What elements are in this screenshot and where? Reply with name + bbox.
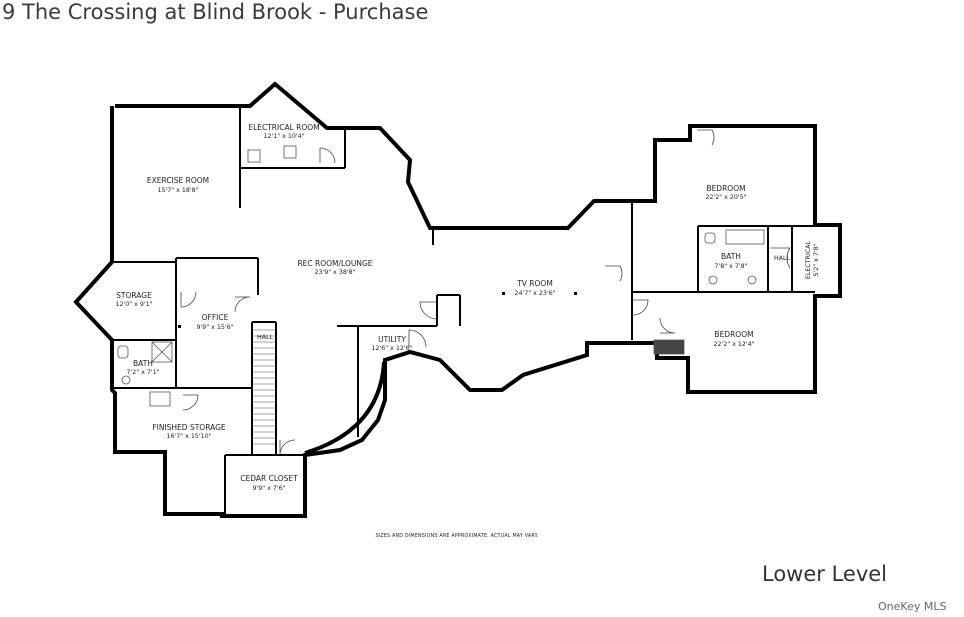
disclaimer: SIZES AND DIMENSIONS ARE APPROXIMATE, AC… <box>375 533 538 539</box>
rec-room-dims: 23'9" x 38'8" <box>314 269 355 276</box>
bath-right-label: BATH <box>721 252 741 261</box>
fixtures <box>117 145 765 407</box>
interior-walls <box>112 108 815 514</box>
storage-dims: 12'0" x 9'1" <box>115 301 152 308</box>
bedroom-bottom-dims: 22'2" x 12'4" <box>713 341 754 348</box>
door-swings <box>180 129 791 456</box>
exercise-room-dims: 15'7" x 18'8" <box>157 187 198 194</box>
tv-room-dims: 24'7" x 23'6" <box>514 290 555 297</box>
listing-title: 9 The Crossing at Blind Brook - Purchase <box>2 0 429 24</box>
bath-left-dims: 7'2" x 7'1" <box>126 369 159 376</box>
utility-label: UTILITY <box>378 335 406 344</box>
staircase <box>253 329 275 445</box>
utility-dims: 12'6" x 12'6" <box>371 345 412 352</box>
hall-left-label: HALL <box>257 334 274 341</box>
rec-room-label: REC ROOM/LOUNGE <box>297 259 372 268</box>
ceiling-markers <box>178 292 577 328</box>
bedroom-bottom-label: BEDROOM <box>714 330 753 339</box>
tv-room-label: TV ROOM <box>516 279 553 288</box>
electrical-dims: 5'2" x 7'8" <box>813 243 820 276</box>
cedar-closet-dims: 9'9" x 7'6" <box>252 485 285 492</box>
room-labels: EXERCISE ROOM 15'7" x 18'8" ELECTRICAL R… <box>115 123 820 539</box>
electrical-label: ELECTRICAL <box>805 240 812 279</box>
bedroom-top-dims: 22'2" x 20'5" <box>705 194 746 201</box>
finished-storage-dims: 16'7" x 15'10" <box>166 433 211 440</box>
electrical-room-label: ELECTRICAL ROOM <box>248 123 319 132</box>
cedar-closet-label: CEDAR CLOSET <box>240 474 298 483</box>
curved-wall <box>304 361 386 455</box>
office-dims: 9'9" x 15'6" <box>196 324 233 331</box>
exterior-walls <box>73 81 842 518</box>
hall-right-label: HALL <box>774 255 791 262</box>
bath-left-label: BATH <box>133 359 153 368</box>
exercise-room-label: EXERCISE ROOM <box>147 176 209 185</box>
finished-storage-label: FINISHED STORAGE <box>152 423 226 432</box>
storage-label: STORAGE <box>116 291 152 300</box>
outer-wall-left-wing <box>73 81 842 518</box>
electrical-room-dims: 12'1" x 10'4" <box>263 133 304 140</box>
bath-right-dims: 7'8" x 7'8" <box>714 263 747 270</box>
office-label: OFFICE <box>202 313 229 322</box>
level-label: Lower Level <box>762 562 888 586</box>
bedroom-top-label: BEDROOM <box>706 184 745 193</box>
mls-credit: OneKey MLS <box>878 600 947 613</box>
